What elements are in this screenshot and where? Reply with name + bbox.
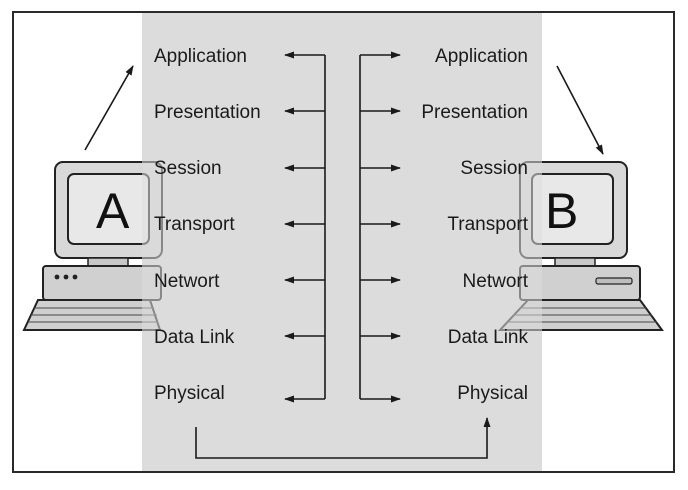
arrow-a-to-application (84, 65, 134, 151)
right-layer-physical: Physical (457, 383, 528, 404)
led-a-1 (54, 274, 60, 280)
arrow-application-to-b (556, 65, 604, 155)
led-a-2 (63, 274, 69, 280)
computer-a-letter: A (96, 183, 130, 239)
led-a-3 (72, 274, 78, 280)
left-layer-application: Application (154, 46, 247, 67)
keyboard-a-keys (28, 307, 158, 323)
right-layer-presentation: Presentation (421, 102, 528, 123)
band-overlay (142, 13, 542, 471)
left-layer-presentation: Presentation (154, 102, 261, 123)
physical-path (195, 417, 491, 459)
right-layer-transport: Transport (447, 214, 528, 235)
monitor-a-stand (87, 257, 129, 267)
right-layer-network: Networt (463, 271, 529, 292)
left-layer-network: Networt (154, 271, 220, 292)
right-bracket (359, 51, 401, 403)
left-layer-physical: Physical (154, 383, 225, 404)
computer-b-letter: B (545, 183, 578, 239)
monitor-b-stand (554, 257, 596, 267)
left-layer-data-link: Data Link (154, 327, 235, 348)
left-layer-session: Session (154, 158, 222, 179)
right-layer-session: Session (460, 158, 528, 179)
right-layer-application: Application (435, 46, 528, 67)
left-bracket (284, 51, 326, 403)
left-stack: Application Presentation Session Transpo… (154, 46, 261, 404)
left-layer-transport: Transport (154, 214, 235, 235)
right-layer-data-link: Data Link (448, 327, 529, 348)
right-stack: Application Presentation Session Transpo… (421, 46, 528, 404)
drive-slot-b (595, 277, 633, 285)
